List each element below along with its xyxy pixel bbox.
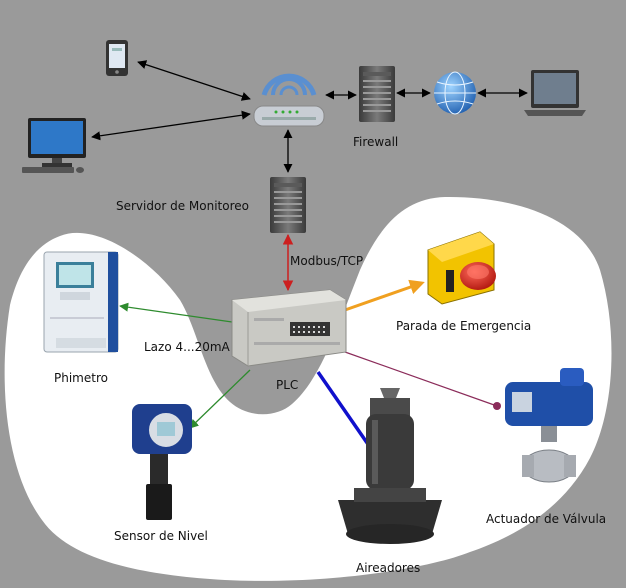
link-phone-router: [137, 60, 251, 101]
monitoring-server-icon: [270, 177, 306, 233]
globe-icon: [434, 71, 476, 115]
level-sensor-label: Sensor de Nivel: [114, 529, 208, 543]
submersible-aerator-icon: [338, 388, 442, 544]
plc-icon: [231, 289, 347, 367]
link-desktop-router: [91, 110, 251, 141]
valve-actuator-icon: [505, 368, 593, 483]
link-plc-valve: [344, 351, 498, 407]
link-plc-emergency: [344, 279, 425, 312]
laptop-icon: [524, 70, 586, 116]
server-label: Servidor de Monitoreo: [116, 199, 249, 213]
link-plc-levelsensor: [189, 369, 251, 429]
firewall-label: Firewall: [353, 135, 399, 149]
analog-loop-label: Lazo 4...20mA: [144, 340, 230, 354]
emergency-stop-label: Parada de Emergencia: [396, 319, 532, 333]
smartphone-icon: [106, 40, 128, 76]
valve-link-endpoint: [493, 402, 501, 410]
level-sensor-icon: [132, 404, 192, 520]
firewall-tower-icon: [359, 66, 395, 122]
ph-meter-icon: [43, 251, 119, 353]
valve-actuator-label: Actuador de Válvula: [486, 512, 607, 526]
wireless-router-icon: [253, 73, 325, 127]
network-links: [91, 60, 528, 173]
link-plc-aerators: [316, 371, 374, 451]
modbus-link-label: Modbus/TCP: [290, 254, 364, 268]
aerators-label: Aireadores: [356, 561, 421, 575]
ph-meter-label: Phimetro: [54, 371, 108, 385]
plc-label: PLC: [276, 378, 299, 392]
link-plc-phmeter: [119, 302, 233, 323]
desktop-computer-icon: [22, 118, 86, 173]
emergency-stop-button-icon: [427, 231, 496, 305]
